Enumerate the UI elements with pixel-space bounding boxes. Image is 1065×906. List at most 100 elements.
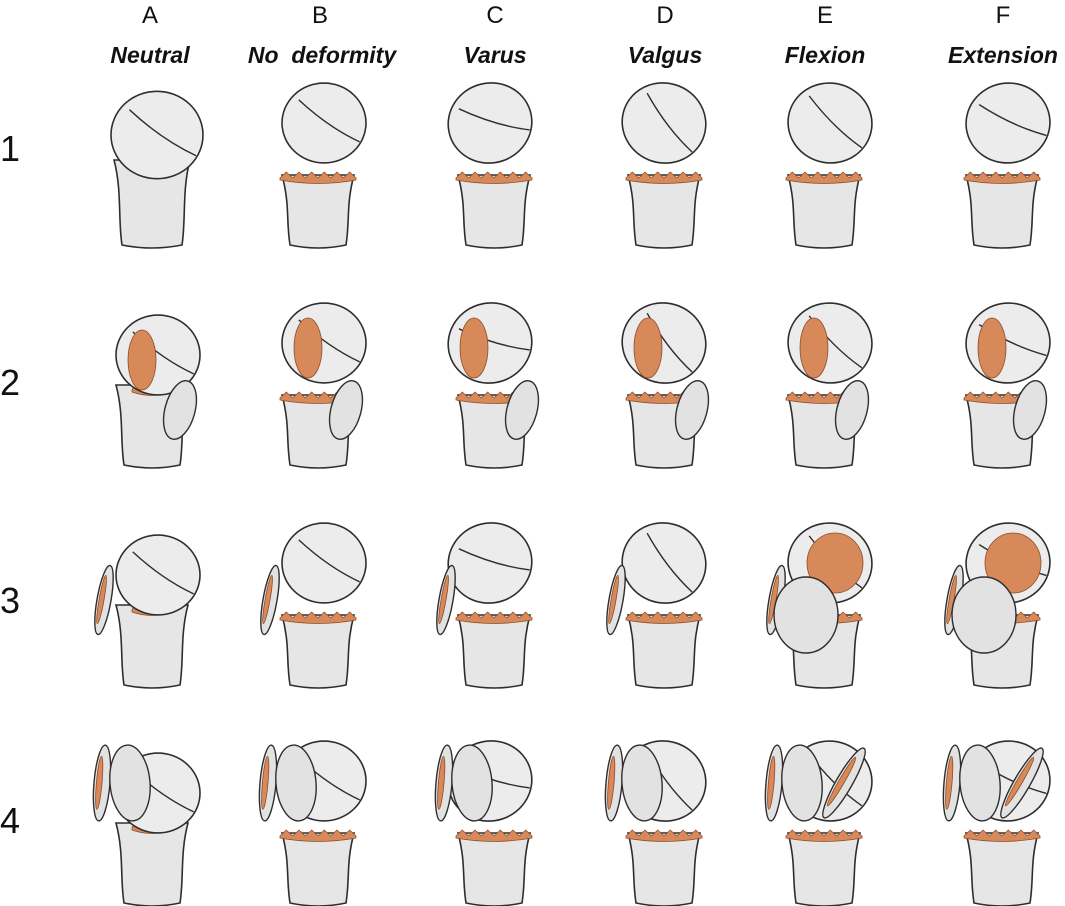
tuberosity-bone xyxy=(162,380,198,440)
tuberosity-bone xyxy=(504,380,540,440)
fracture-surface xyxy=(963,829,1041,842)
fracture-surface xyxy=(262,575,273,625)
figure-neutral-row-3 xyxy=(94,534,201,689)
tuberosity-fragment xyxy=(606,564,626,636)
row-label-3: 3 xyxy=(0,580,21,621)
fracture-surface xyxy=(261,755,270,810)
head-fracture-surface xyxy=(633,317,663,379)
fracture-surface xyxy=(608,575,619,625)
tuberosity-fragment xyxy=(834,380,870,440)
humeral-shaft xyxy=(786,832,862,906)
tuberosity-bone xyxy=(275,744,317,822)
fracture-surface xyxy=(437,755,446,810)
tuberosity-fragment xyxy=(1012,380,1048,440)
row-label-2: 2 xyxy=(0,362,21,403)
figure-neutral-row-2 xyxy=(114,314,201,469)
tuberosity-fragment xyxy=(942,744,962,822)
tuberosity-bone xyxy=(328,380,364,440)
tuberosity-bone xyxy=(1012,380,1048,440)
humeral-shaft xyxy=(112,159,192,249)
figure-flexion-row-4 xyxy=(764,740,873,906)
humeral-shaft xyxy=(626,614,702,689)
fracture-surface xyxy=(455,171,533,184)
humeral-head xyxy=(621,302,707,384)
tuberosity-fragment xyxy=(162,380,198,440)
column-title-no-deformity: No deformity xyxy=(247,42,397,68)
articular-surface xyxy=(281,82,367,164)
column-letter-c: C xyxy=(486,2,504,29)
humeral-head xyxy=(787,302,873,384)
figure-no-deformity-row-4 xyxy=(258,740,367,906)
column-title-flexion: Flexion xyxy=(784,42,866,68)
tuberosity-fragment xyxy=(621,744,663,822)
figure-no-deformity-row-1 xyxy=(279,82,367,249)
humeral-shaft xyxy=(456,174,532,249)
tuberosity-fragment xyxy=(260,564,280,636)
humeral-shaft xyxy=(626,174,702,249)
figure-no-deformity-row-3 xyxy=(260,522,367,689)
head-fracture-surface xyxy=(984,532,1042,594)
articular-surface xyxy=(787,82,873,164)
figure-flexion-row-3 xyxy=(766,522,873,689)
anatomical-neck-line xyxy=(458,548,530,571)
column-letter-b: B xyxy=(311,2,329,29)
fracture-surface xyxy=(826,756,857,807)
figure-neutral-row-4 xyxy=(92,744,201,906)
head-fracture-surface xyxy=(799,317,829,379)
tuberosity-bone xyxy=(781,744,823,822)
fracture-surface xyxy=(945,755,954,810)
head-fracture-surface xyxy=(806,532,864,594)
articular-surface xyxy=(965,82,1051,164)
tuberosity-fragment xyxy=(94,564,114,636)
tuberosity-fragment xyxy=(328,380,364,440)
articular-surface xyxy=(281,522,367,604)
fracture-surface xyxy=(963,171,1041,184)
humeral-shaft xyxy=(114,604,190,689)
humeral-head xyxy=(447,522,533,604)
head-fracture-surface xyxy=(127,329,157,391)
articular-surface xyxy=(115,534,201,616)
tuberosity-fragment xyxy=(764,744,784,822)
humeral-head xyxy=(965,82,1051,164)
column-letter-f: F xyxy=(995,2,1011,29)
anatomical-neck-line xyxy=(298,539,360,583)
figure-extension-row-3 xyxy=(944,522,1051,689)
fracture-surface xyxy=(625,611,703,624)
tuberosity-bone xyxy=(951,576,1017,654)
humeral-shaft xyxy=(964,174,1040,249)
tuberosity-fragment xyxy=(275,744,317,822)
anatomical-neck-line xyxy=(298,99,360,143)
figure-extension-row-1 xyxy=(963,82,1051,249)
figure-flexion-row-2 xyxy=(785,302,873,469)
articular-surface xyxy=(787,302,873,384)
figure-varus-row-3 xyxy=(436,522,533,689)
tuberosity-bone xyxy=(959,744,1001,822)
humeral-head xyxy=(965,302,1051,384)
humeral-shaft xyxy=(786,174,862,249)
fracture-surface xyxy=(785,829,863,842)
anatomical-neck-line xyxy=(646,532,693,593)
tuberosity-bone xyxy=(674,380,710,440)
figure-varus-row-1 xyxy=(447,82,533,249)
humeral-head xyxy=(110,90,204,180)
tuberosity-bone xyxy=(834,380,870,440)
articular-surface xyxy=(447,302,533,384)
row-label-4: 4 xyxy=(0,800,21,841)
fracture-surface xyxy=(279,611,357,624)
fracture-surface xyxy=(95,755,104,810)
figure-valgus-row-4 xyxy=(604,740,707,906)
figure-valgus-row-1 xyxy=(621,82,707,249)
humeral-head xyxy=(281,522,367,604)
anatomical-neck-line xyxy=(646,92,693,153)
humeral-head xyxy=(115,534,201,616)
tuberosity-fragment xyxy=(674,380,710,440)
anatomical-neck-line xyxy=(458,108,530,131)
tuberosity-fragment xyxy=(822,747,866,819)
anatomical-neck-line xyxy=(978,104,1047,137)
head-fracture-surface xyxy=(293,317,323,379)
humeral-head xyxy=(621,82,707,164)
figure-neutral-row-1 xyxy=(110,90,204,249)
tuberosity-fragment xyxy=(773,576,839,654)
humeral-head xyxy=(787,82,873,164)
